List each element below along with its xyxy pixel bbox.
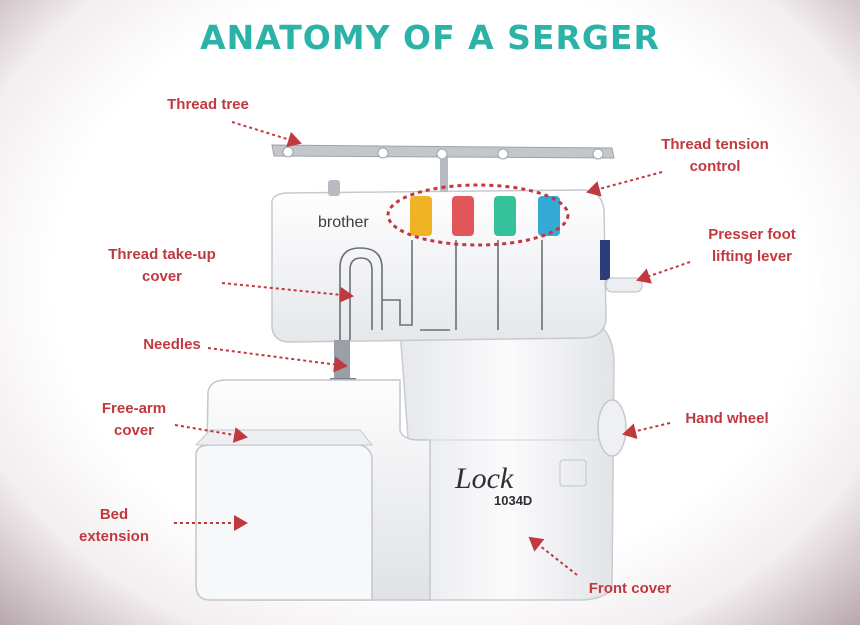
pointer-thread-tension (586, 171, 663, 197)
pointer-front-cover (528, 536, 578, 576)
label-front-cover: Front cover (588, 580, 672, 597)
thread-guide-knob (328, 180, 340, 196)
brand-logo: brother (318, 214, 369, 231)
upper-head (271, 189, 607, 343)
page-title: ANATOMY OF A SERGER (200, 18, 660, 57)
presser-lever-back (600, 240, 610, 280)
tension-dials (410, 196, 560, 236)
label-hand-wheel: Hand wheel (685, 410, 769, 427)
front-cover-window (559, 459, 587, 487)
model-number: 1034D (494, 493, 533, 508)
label-thread-tree: Thread tree (167, 96, 249, 113)
tension-dial (494, 196, 516, 236)
label-thread-tension-control: Thread tension control (661, 136, 769, 175)
tension-dial (410, 196, 432, 236)
label-needles: Needles (143, 336, 201, 353)
bed-extension-shape (195, 444, 373, 601)
tension-dial (538, 196, 560, 236)
pointer-needles (207, 347, 348, 373)
pointer-thread-tree (231, 121, 302, 148)
pointer-thread-take-up (221, 282, 354, 303)
presser-lever (605, 277, 643, 293)
pointer-free-arm (174, 424, 248, 443)
tension-dial (452, 196, 474, 236)
model-script: Lock (455, 462, 514, 495)
label-thread-take-up-cover: Thread take-up cover (108, 246, 216, 285)
thread-channels (339, 240, 543, 340)
tension-highlight-ellipse (386, 183, 570, 247)
label-bed-extension: Bed extension (78, 506, 150, 545)
label-presser-foot-lifting-lever: Presser foot lifting lever (708, 226, 796, 265)
label-free-arm-cover: Free-arm cover (101, 400, 167, 439)
thread-tree-shape (271, 144, 615, 192)
pointer-hand-wheel (622, 422, 671, 439)
